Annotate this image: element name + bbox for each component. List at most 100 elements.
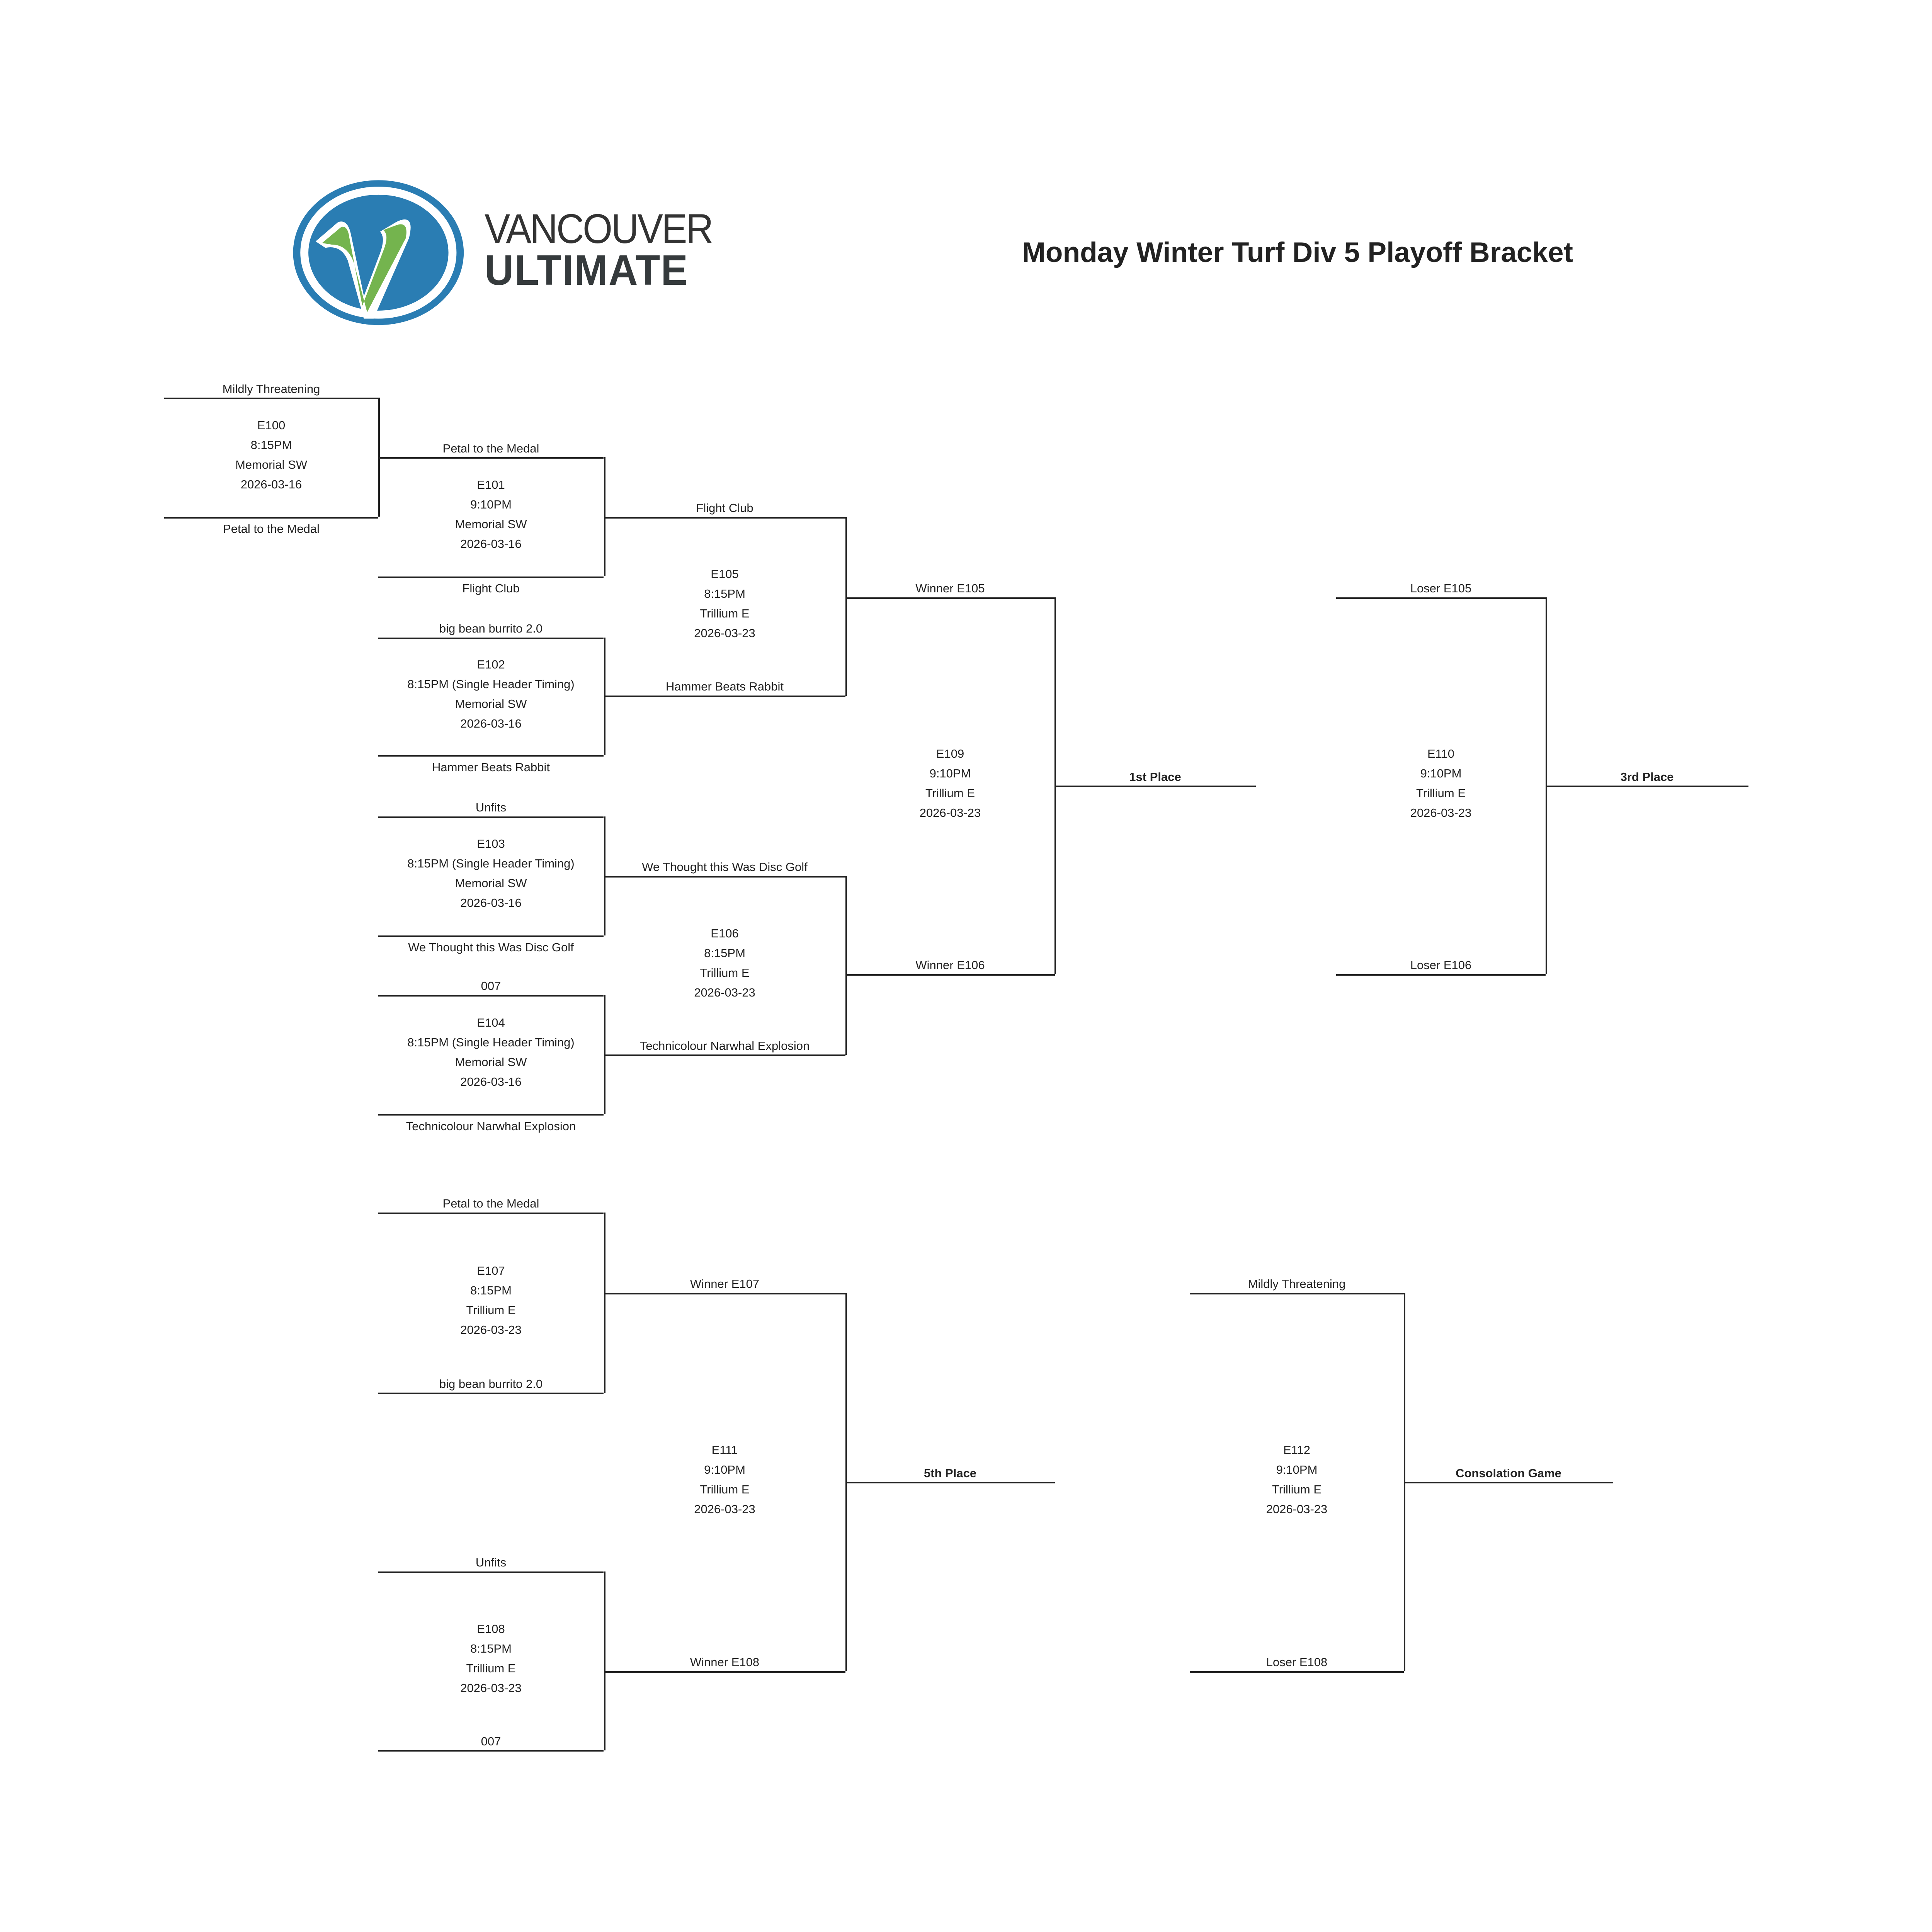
team-bottom-label: Winner E108 bbox=[690, 1655, 760, 1669]
game-field: Trillium E bbox=[466, 1662, 516, 1675]
team-line-bottom bbox=[378, 755, 604, 757]
game-time: 8:15PM (Single Header Timing) bbox=[407, 677, 575, 691]
game-time: 8:15PM (Single Header Timing) bbox=[407, 857, 575, 870]
game-field: Memorial SW bbox=[455, 1055, 527, 1069]
game-id: E102 bbox=[477, 658, 505, 671]
team-bottom-label: Flight Club bbox=[462, 582, 520, 595]
team-line-top bbox=[845, 597, 1055, 599]
game-field: Trillium E bbox=[1416, 786, 1466, 800]
game-id: E101 bbox=[477, 478, 505, 492]
game-field: Memorial SW bbox=[455, 697, 527, 711]
vancouver-ultimate-logo bbox=[293, 180, 464, 325]
team-top-label: 007 bbox=[481, 979, 501, 993]
team-top-label: Winner E107 bbox=[690, 1277, 760, 1291]
team-top-label: Loser E105 bbox=[1410, 582, 1472, 595]
logo-text-ultimate: ULTIMATE bbox=[485, 247, 689, 294]
bracket-connector bbox=[845, 876, 847, 1055]
team-line-bottom bbox=[378, 1750, 604, 1752]
result-line bbox=[1404, 1482, 1613, 1483]
team-top-label: Unfits bbox=[475, 1556, 507, 1569]
game-date: 2026-03-16 bbox=[460, 537, 522, 551]
team-top-label: Unfits bbox=[475, 801, 507, 814]
team-top-label: Mildly Threatening bbox=[222, 382, 320, 396]
team-bottom-label: Hammer Beats Rabbit bbox=[432, 760, 550, 774]
page-title: Monday Winter Turf Div 5 Playoff Bracket bbox=[1022, 237, 1573, 268]
game-time: 8:15PM bbox=[470, 1642, 512, 1655]
game-date: 2026-03-23 bbox=[460, 1323, 522, 1337]
team-line-top bbox=[378, 816, 604, 818]
game-time: 9:10PM bbox=[929, 767, 971, 780]
result-line bbox=[1546, 786, 1748, 787]
team-top-label: Winner E105 bbox=[915, 582, 985, 595]
game-id: E110 bbox=[1427, 747, 1455, 760]
team-line-top bbox=[604, 1293, 845, 1294]
team-line-top bbox=[378, 1571, 604, 1573]
game-time: 8:15PM bbox=[704, 946, 745, 960]
team-bottom-label: Hammer Beats Rabbit bbox=[666, 680, 784, 693]
result-label: 3rd Place bbox=[1620, 770, 1674, 784]
game-info: E104 8:15PM (Single Header Timing) Memoria… bbox=[378, 1013, 604, 1092]
team-top-label: Petal to the Medal bbox=[442, 442, 539, 455]
result-line bbox=[845, 1482, 1055, 1483]
game-date: 2026-03-23 bbox=[1410, 806, 1472, 820]
game-time: 8:15PM bbox=[704, 587, 745, 600]
team-bottom-label: Winner E106 bbox=[915, 958, 985, 972]
team-line-bottom bbox=[604, 1671, 845, 1673]
team-line-top bbox=[604, 876, 845, 878]
team-line-bottom bbox=[604, 1054, 845, 1056]
result-label: Consolation Game bbox=[1456, 1466, 1561, 1480]
game-date: 2026-03-16 bbox=[460, 1075, 522, 1088]
team-line-bottom bbox=[1190, 1671, 1404, 1673]
team-bottom-label: Technicolour Narwhal Explosion bbox=[639, 1039, 810, 1053]
bracket-connector bbox=[604, 1213, 605, 1393]
game-id: E112 bbox=[1283, 1443, 1311, 1457]
team-top-label: Mildly Threatening bbox=[1248, 1277, 1346, 1291]
game-time: 8:15PM bbox=[250, 438, 292, 452]
team-bottom-label: We Thought this Was Disc Golf bbox=[408, 940, 574, 954]
game-id: E106 bbox=[711, 927, 739, 940]
game-field: Memorial SW bbox=[455, 517, 527, 531]
team-line-bottom bbox=[378, 1114, 604, 1116]
game-field: Trillium E bbox=[925, 786, 975, 800]
game-id: E103 bbox=[477, 837, 505, 850]
game-id: E107 bbox=[477, 1264, 505, 1277]
game-field: Trillium E bbox=[700, 966, 750, 980]
game-time: 9:10PM bbox=[470, 498, 512, 511]
result-label: 1st Place bbox=[1129, 770, 1181, 784]
game-date: 2026-03-16 bbox=[240, 478, 302, 491]
team-line-bottom bbox=[378, 1393, 604, 1394]
team-bottom-label: big bean burrito 2.0 bbox=[439, 1377, 543, 1391]
game-id: E109 bbox=[936, 747, 964, 760]
bracket-connector bbox=[845, 517, 847, 696]
team-line-top bbox=[604, 517, 845, 519]
team-line-top bbox=[1190, 1293, 1404, 1294]
team-line-bottom bbox=[604, 696, 845, 697]
team-line-top bbox=[378, 1213, 604, 1214]
game-field: Memorial SW bbox=[235, 458, 307, 471]
game-date: 2026-03-23 bbox=[1266, 1502, 1328, 1516]
game-info: E109 9:10PM Trillium E 2026-03-23 bbox=[845, 744, 1055, 823]
game-time: 9:10PM bbox=[1276, 1463, 1318, 1476]
team-top-label: Petal to the Medal bbox=[442, 1197, 539, 1210]
game-time: 8:15PM (Single Header Timing) bbox=[407, 1036, 575, 1049]
game-info: E101 9:10PM Memorial SW 2026-03-16 bbox=[378, 475, 604, 554]
game-field: Trillium E bbox=[1272, 1483, 1321, 1496]
game-date: 2026-03-23 bbox=[919, 806, 981, 820]
team-bottom-label: 007 bbox=[481, 1735, 501, 1748]
team-bottom-label: Petal to the Medal bbox=[223, 522, 320, 536]
team-line-bottom bbox=[164, 517, 378, 519]
team-line-bottom bbox=[378, 577, 604, 578]
team-bottom-label: Loser E106 bbox=[1410, 958, 1472, 972]
team-line-top bbox=[378, 995, 604, 997]
game-id: E105 bbox=[711, 567, 739, 581]
game-field: Trillium E bbox=[466, 1303, 516, 1317]
game-id: E104 bbox=[477, 1016, 505, 1029]
team-line-bottom bbox=[845, 974, 1055, 976]
team-line-top bbox=[164, 398, 378, 399]
team-line-bottom bbox=[378, 935, 604, 937]
game-id: E111 bbox=[711, 1443, 738, 1457]
game-field: Trillium E bbox=[700, 607, 750, 620]
